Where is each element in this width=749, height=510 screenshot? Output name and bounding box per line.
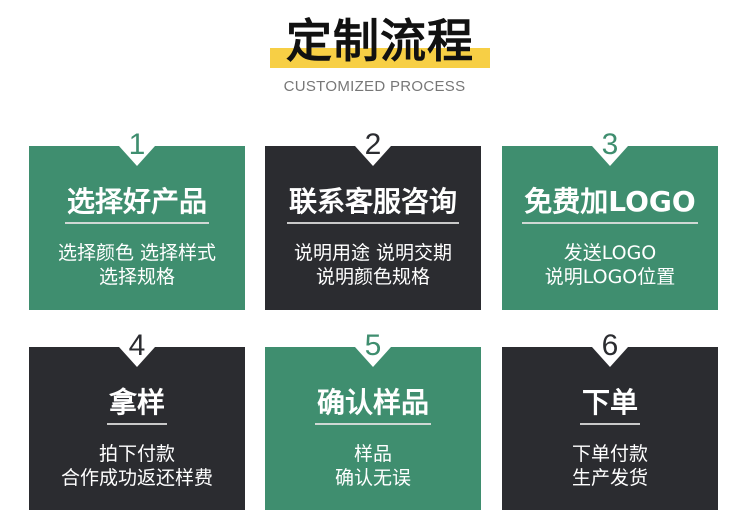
- step-number: 4: [128, 329, 146, 362]
- step-title-text: 下单: [579, 385, 640, 425]
- step-title: 确认样品: [265, 385, 481, 425]
- notch-triangle-icon: [355, 347, 391, 367]
- step-description: 说明用途 说明交期 说明颜色规格: [265, 241, 481, 289]
- step-card-5: 5 确认样品 样品 确认无误: [265, 329, 481, 510]
- step-number: 1: [128, 128, 146, 161]
- header: 定制流程 CUSTOMIZED PROCESS: [0, 0, 749, 110]
- step-title-text: 选择好产品: [64, 184, 209, 224]
- step-desc-line: 说明LOGO位置: [544, 266, 676, 288]
- step-desc-line: 合作成功返还样费: [60, 467, 213, 489]
- step-title-text: 确认样品: [314, 385, 431, 425]
- step-desc-line: 下单付款: [571, 443, 648, 465]
- title-highlight-bar: [270, 48, 490, 68]
- step-desc-line: 样品: [353, 443, 392, 465]
- step-title: 下单: [502, 385, 718, 425]
- step-description: 发送LOGO 说明LOGO位置: [502, 241, 718, 289]
- step-desc-line: 确认无误: [334, 467, 411, 489]
- step-card-1: 1 选择好产品 选择颜色 选择样式 选择规格: [29, 128, 245, 310]
- step-desc-line: 选择颜色 选择样式: [57, 242, 217, 264]
- step-desc-line: 发送LOGO: [563, 242, 657, 264]
- step-card-2: 2 联系客服咨询 说明用途 说明交期 说明颜色规格: [265, 128, 481, 310]
- page-title: 定制流程: [286, 14, 474, 68]
- step-number: 6: [601, 329, 619, 362]
- notch-triangle-icon: [119, 146, 155, 166]
- step-desc-line: 选择规格: [98, 266, 175, 288]
- step-number: 5: [364, 329, 382, 362]
- notch-triangle-icon: [119, 347, 155, 367]
- page-subtitle: CUSTOMIZED PROCESS: [283, 78, 466, 95]
- notch-triangle-icon: [592, 347, 628, 367]
- title-wrap: 定制流程: [270, 12, 490, 72]
- step-number: 3: [601, 128, 619, 161]
- step-description: 下单付款 生产发货: [502, 442, 718, 490]
- step-description: 拍下付款 合作成功返还样费: [29, 442, 245, 490]
- step-card-3: 3 免费加LOGO 发送LOGO 说明LOGO位置: [502, 128, 718, 310]
- step-desc-line: 说明用途 说明交期: [293, 242, 453, 264]
- step-title: 选择好产品: [29, 184, 245, 224]
- notch-triangle-icon: [355, 146, 391, 166]
- step-number: 2: [364, 128, 382, 161]
- step-description: 选择颜色 选择样式 选择规格: [29, 241, 245, 289]
- step-title: 拿样: [29, 385, 245, 425]
- step-title: 免费加LOGO: [502, 184, 718, 224]
- step-title-text: 联系客服咨询: [286, 184, 459, 224]
- step-desc-line: 生产发货: [571, 467, 648, 489]
- step-title-text: 免费加LOGO: [522, 184, 698, 224]
- step-description: 样品 确认无误: [265, 442, 481, 490]
- step-desc-line: 说明颜色规格: [315, 266, 430, 288]
- step-card-6: 6 下单 下单付款 生产发货: [502, 329, 718, 510]
- step-desc-line: 拍下付款: [98, 443, 175, 465]
- step-title: 联系客服咨询: [265, 184, 481, 224]
- step-title-text: 拿样: [106, 385, 167, 425]
- step-card-4: 4 拿样 拍下付款 合作成功返还样费: [29, 329, 245, 510]
- notch-triangle-icon: [592, 146, 628, 166]
